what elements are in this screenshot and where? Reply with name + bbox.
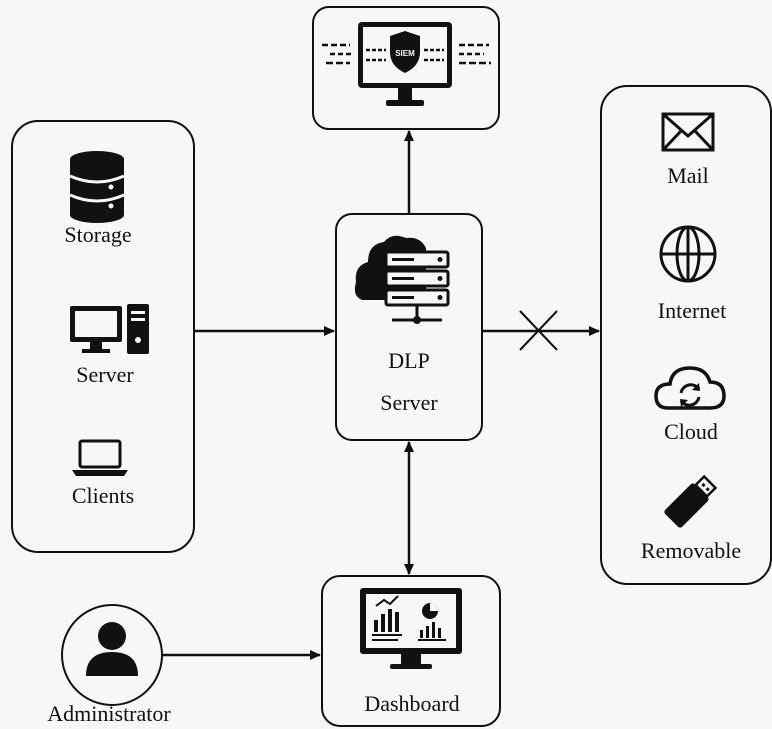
desktop-computer-icon bbox=[70, 304, 149, 354]
clients-label: Clients bbox=[71, 483, 135, 508]
siem-badge-text: SIEM bbox=[395, 49, 415, 58]
storage-label: Storage bbox=[64, 222, 132, 247]
analytics-monitor-icon bbox=[360, 588, 462, 669]
cloud-label: Cloud bbox=[664, 419, 718, 444]
cloud-sync-icon bbox=[654, 366, 726, 410]
channels-box bbox=[600, 85, 772, 585]
usb-drive-icon bbox=[664, 474, 718, 528]
database-icon bbox=[69, 151, 125, 223]
dlp-server-title-line1: DLP bbox=[388, 348, 430, 373]
dlp-server-title-line2: Server bbox=[380, 390, 438, 415]
globe-icon bbox=[659, 225, 717, 283]
user-icon bbox=[86, 622, 138, 676]
server-label: Server bbox=[76, 362, 134, 387]
blocked-cross-icon bbox=[519, 310, 558, 351]
siem-monitor-icon: SIEM bbox=[322, 22, 491, 106]
dashboard-label: Dashboard bbox=[364, 691, 460, 716]
mail-label: Mail bbox=[667, 163, 709, 188]
dashboard-box bbox=[321, 575, 501, 727]
sources-box bbox=[11, 120, 195, 553]
administrator-label: Administrator bbox=[47, 701, 171, 726]
laptop-icon bbox=[72, 439, 128, 476]
removable-label: Removable bbox=[640, 538, 742, 563]
envelope-icon bbox=[661, 112, 715, 152]
internet-label: Internet bbox=[657, 298, 727, 323]
siem-box bbox=[312, 6, 500, 130]
cloud-server-rack-icon bbox=[354, 235, 450, 324]
